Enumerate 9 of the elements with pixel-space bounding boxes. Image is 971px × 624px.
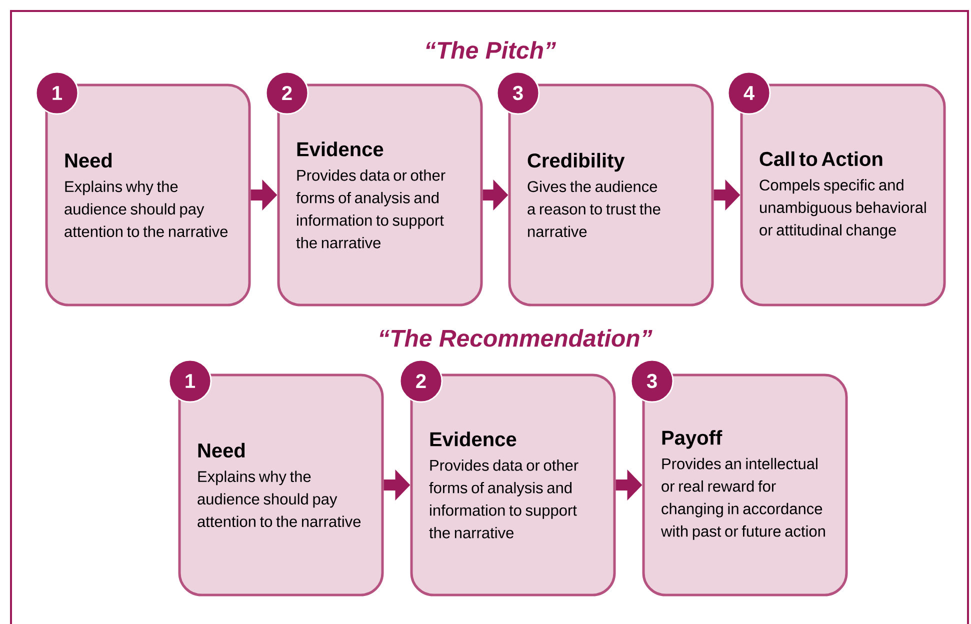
number-badge: 2 [399, 359, 443, 403]
number-badge: 3 [496, 71, 540, 115]
number-badge: 1 [35, 71, 79, 115]
number-badge: 1 [168, 359, 212, 403]
number-badge: 4 [727, 71, 771, 115]
section-title: “The Pitch” [426, 41, 556, 59]
number-badge: 3 [630, 359, 674, 403]
number-badge: 2 [265, 71, 309, 115]
section-title: “The Recommendation” [380, 329, 652, 347]
